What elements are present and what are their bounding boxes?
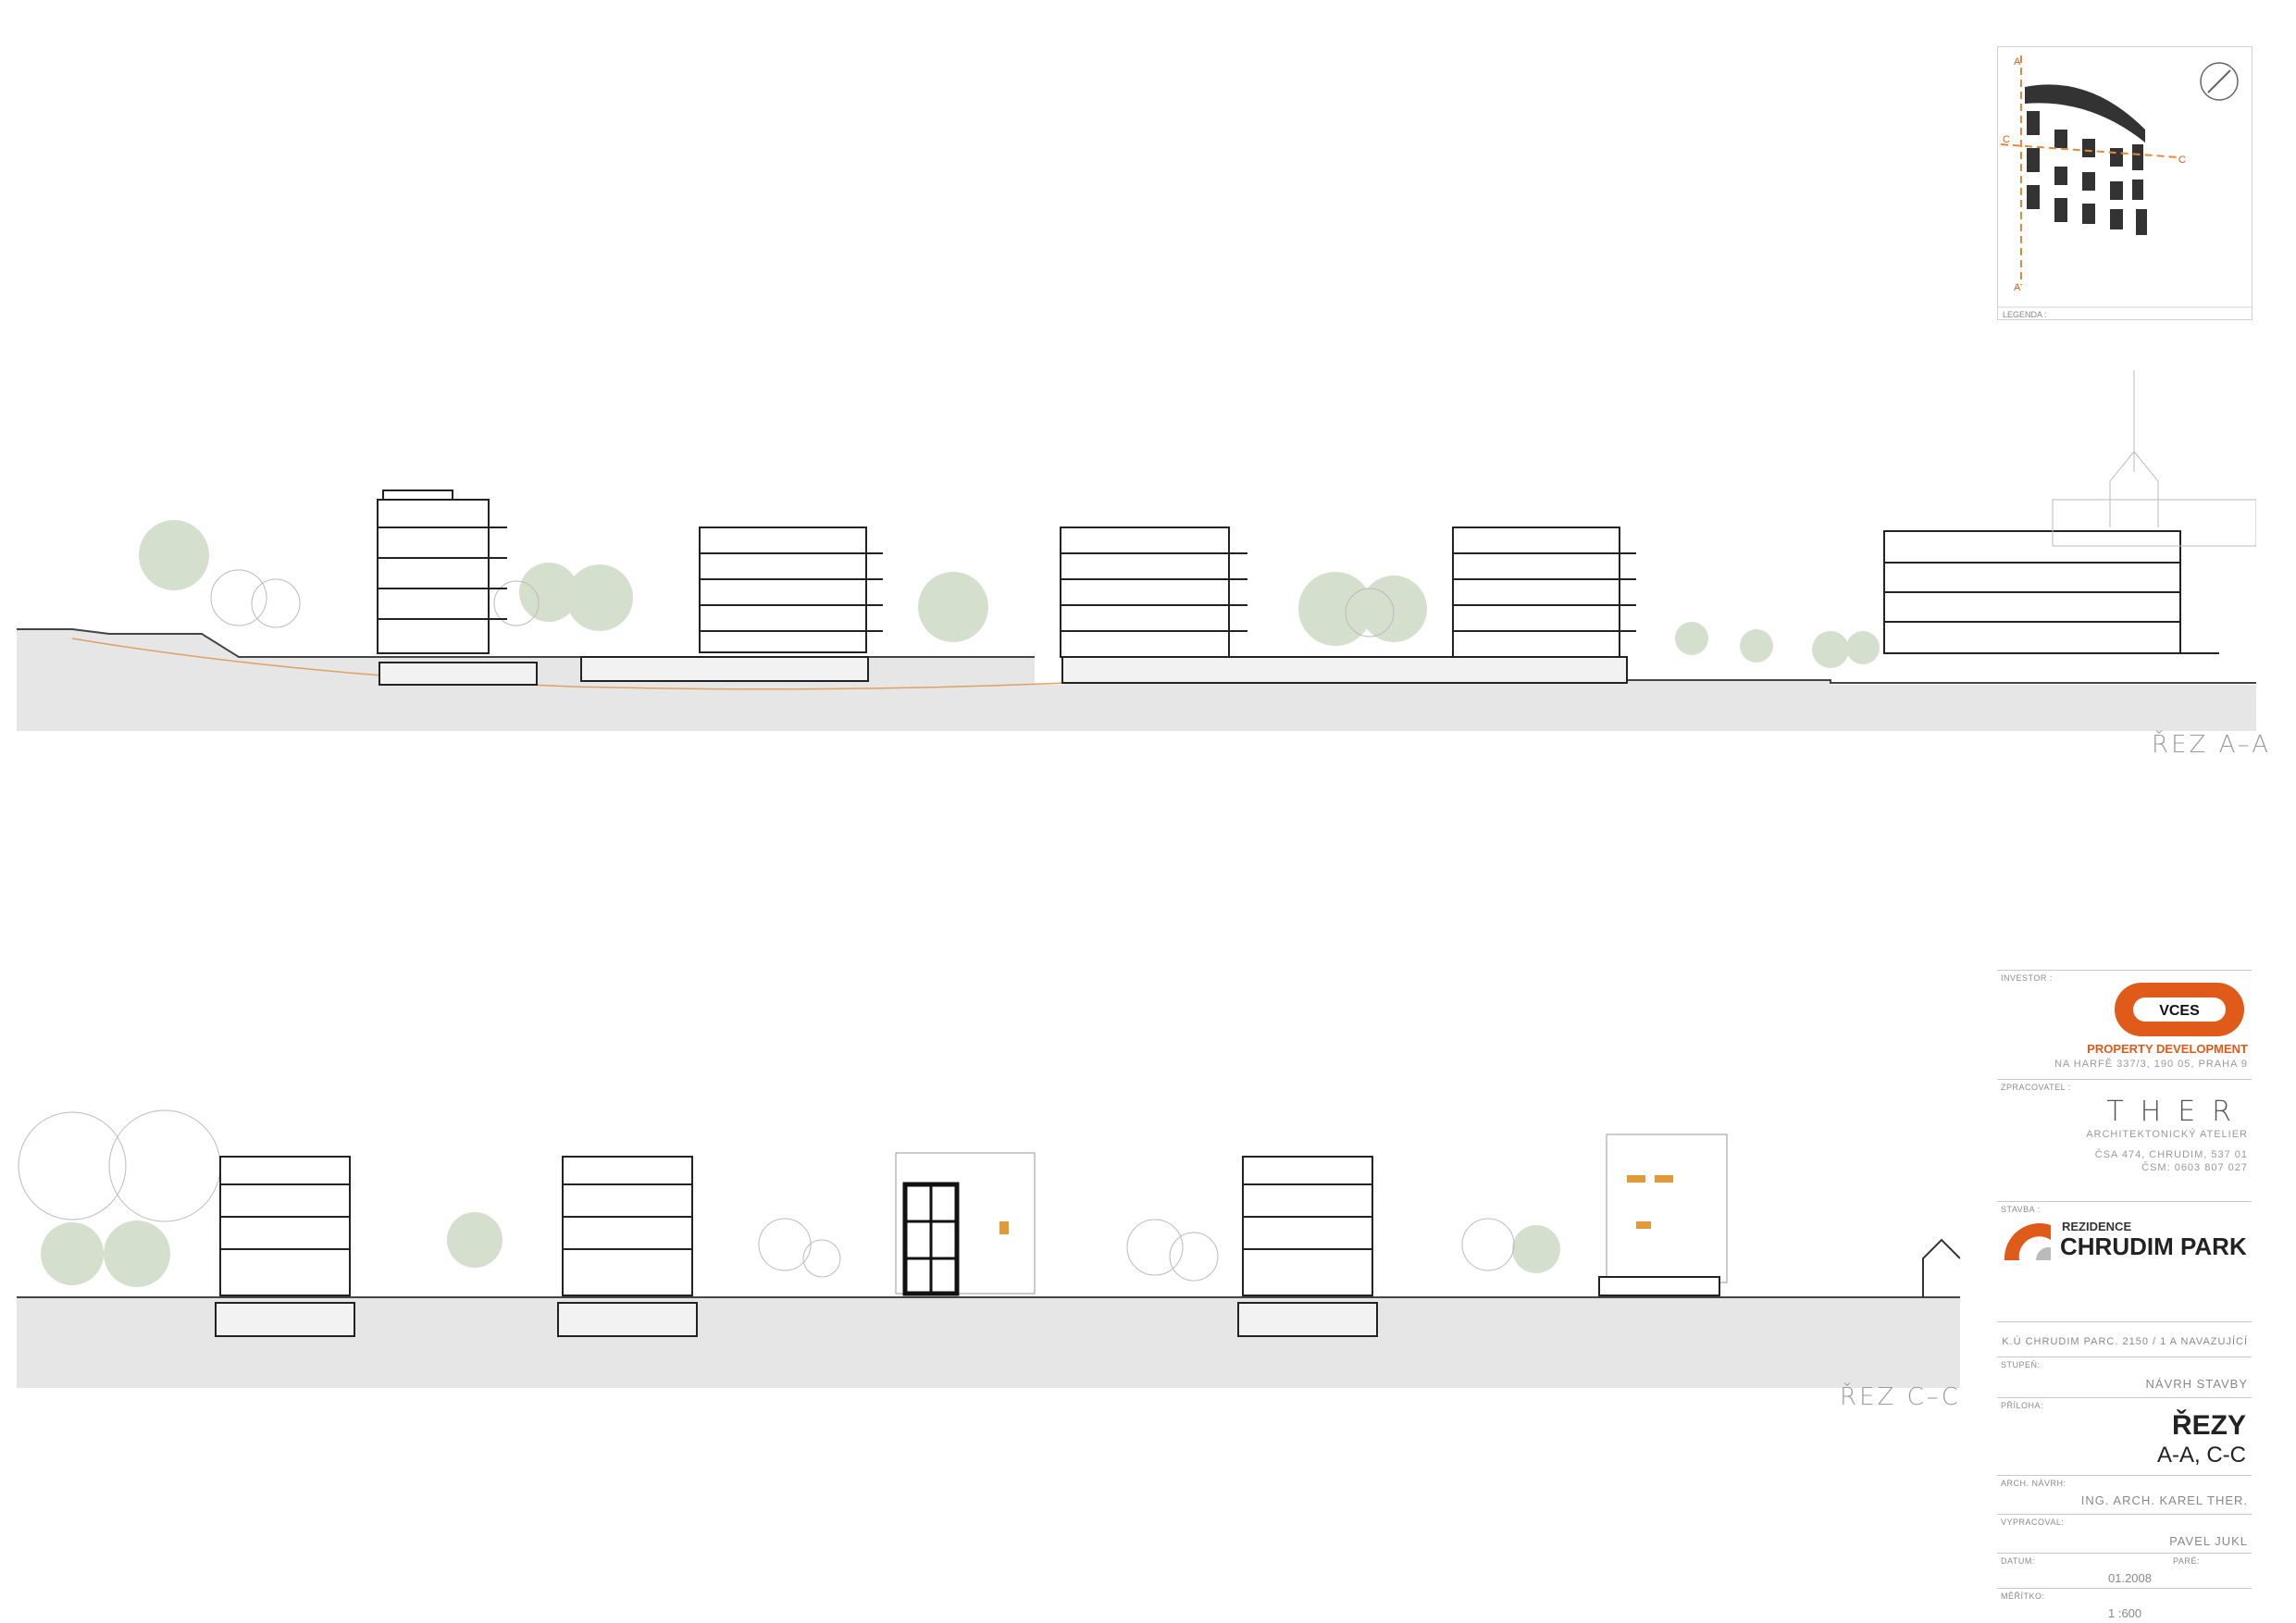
investor-label: INVESTOR : <box>2001 973 2053 983</box>
marker-c-right: C <box>2178 155 2186 166</box>
building-aa-5 <box>1883 530 2219 654</box>
marker-c-left: C <box>2003 134 2010 145</box>
copy-label: PARÉ: <box>2173 1556 2200 1566</box>
architect-value: ING. ARCH. KAREL THER. <box>2080 1493 2248 1507</box>
vces-logo: VCES <box>2113 981 2246 1043</box>
church-outline <box>2052 370 2257 547</box>
building-cc-4 <box>1237 1156 1378 1337</box>
processor-subtitle: ARCHITEKTONICKÝ ATELIER <box>2086 1129 2248 1140</box>
section-aa <box>17 361 2257 731</box>
attachment-label: PŘÍLOHA: <box>2001 1401 2044 1410</box>
trees-aa <box>139 520 1880 668</box>
vces-logo-text: VCES <box>2159 1003 2200 1019</box>
legend-label: LEGENDA : <box>2003 310 2047 319</box>
key-plan: A A C C LEGENDA : <box>1997 46 2253 320</box>
scale-label: MĚŘÍTKO: <box>2001 1592 2045 1601</box>
stage-value: NÁVRH STAVBY <box>2145 1377 2248 1391</box>
section-aa-title: ŘEZ A–A <box>2152 731 2271 759</box>
building-aa-4 <box>1452 527 1636 658</box>
building-cc-2 <box>557 1156 698 1337</box>
processor-phone: ČSM: 0603 807 027 <box>2141 1162 2248 1173</box>
building-aa-2 <box>580 527 883 682</box>
section-cc-drawing <box>17 1109 1961 1388</box>
processor-label: ZPRACOVATEL : <box>2001 1083 2071 1092</box>
architect-label: ARCH. NÁVRH: <box>2001 1479 2066 1488</box>
project-name: CHRUDIM PARK <box>2060 1233 2247 1260</box>
building-cc-1 <box>215 1156 355 1337</box>
building-aa-1 <box>377 489 538 686</box>
tree-outlines-aa <box>210 569 1395 638</box>
trees-cc <box>41 1212 1560 1287</box>
building-aa-3 <box>1060 527 1628 684</box>
north-arrow-icon <box>2200 62 2239 101</box>
date-value: 01.2008 <box>2108 1571 2152 1585</box>
stage-label: STUPEŇ: <box>2001 1360 2041 1369</box>
building-label: STAVBA : <box>2001 1205 2041 1214</box>
house-outline <box>1922 1238 1961 1297</box>
section-cc-title: ŘEZ C–C <box>1840 1383 1961 1411</box>
drawn-value: PAVEL JUKL <box>2169 1534 2248 1548</box>
plot-info: K.Ú CHRUDIM PARC. 2150 / 1 A NAVAZUJÍCÍ <box>2002 1336 2248 1347</box>
section-cc <box>17 1083 1961 1388</box>
ground-cc <box>17 1297 1960 1388</box>
marker-a-bottom: A <box>2014 282 2021 293</box>
building-cc-3 <box>895 1152 1036 1296</box>
section-aa-drawing <box>17 370 2257 731</box>
attachment-subtitle: A-A, C-C <box>2157 1443 2246 1468</box>
project-logo: REZIDENCE CHRUDIM PARK <box>1997 1218 2252 1264</box>
drawn-label: VYPRACOVAL: <box>2001 1518 2065 1527</box>
date-label: DATUM: <box>2001 1556 2035 1566</box>
investor-address: NA HARFĚ 337/3, 190 05, PRAHA 9 <box>2054 1059 2248 1070</box>
project-logo-icon <box>2004 1223 2051 1260</box>
processor-name: THER <box>2106 1096 2248 1128</box>
building-cc-5 <box>1598 1134 1728 1296</box>
processor-address: ČSA 474, CHRUDIM, 537 01 <box>2094 1149 2248 1160</box>
title-block: INVESTOR : VCES PROPERTY DEVELOPMENT NA … <box>1997 970 2252 1620</box>
attachment-title: ŘEZY <box>2171 1410 2246 1441</box>
project-prefix: REZIDENCE <box>2062 1220 2132 1233</box>
key-plan-drawing: A A C C LEGENDA : <box>1997 46 2253 320</box>
scale-value: 1 :600 <box>2108 1606 2142 1620</box>
investor-subtitle: PROPERTY DEVELOPMENT <box>2087 1042 2248 1056</box>
marker-a-top: A <box>2014 56 2021 68</box>
